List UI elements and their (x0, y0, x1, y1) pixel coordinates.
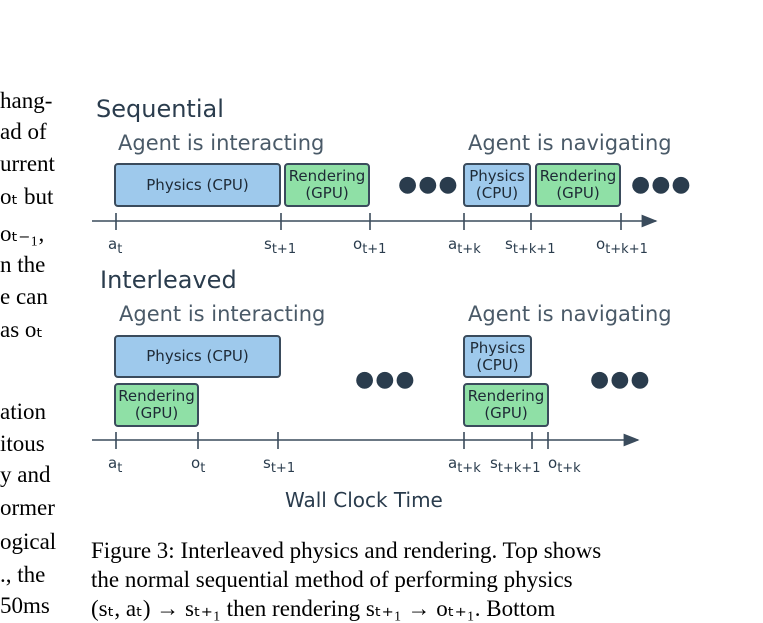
tick-label-a-t: at (108, 454, 123, 476)
tick-label-o-t1: ot+1 (353, 235, 387, 257)
figure-caption: Figure 3: Interleaved physics and render… (91, 536, 601, 623)
interleaved-rendering-box: Rendering (GPU) (114, 383, 199, 427)
sequential-rendering-box: Rendering (GPU) (284, 163, 370, 207)
tick-label-o-t: ot (191, 454, 206, 476)
timeline-axes (92, 213, 658, 449)
text-fragment: ation (0, 399, 46, 424)
interleaved-navigating-label: Agent is navigating (468, 302, 672, 326)
text-fragment: ogical (0, 529, 57, 554)
interleaved-ellipsis-1: ●●● (355, 367, 416, 392)
text-fragment: hang- (0, 88, 53, 113)
tick-label-s-tk1: st+k+1 (490, 454, 541, 476)
tick-label-s-t1: st+1 (264, 235, 297, 257)
tick-label-a-tk: at+k (448, 235, 481, 257)
text-fragment: y and (0, 462, 51, 487)
text-fragment: ormer (0, 495, 55, 520)
interleaved-physics-box-2: Physics (CPU) (463, 335, 532, 378)
sequential-interacting-label: Agent is interacting (118, 131, 325, 155)
text-fragment: ., the (0, 562, 46, 587)
tick-label-s-t1: st+1 (263, 454, 296, 476)
tick-label-o-tk: ot+k (548, 454, 581, 476)
sequential-rendering-box-2: Rendering (GPU) (535, 163, 621, 207)
tick-label-a-tk: at+k (448, 454, 481, 476)
caption-line: the normal sequential method of performi… (91, 567, 573, 592)
caption-line: (sₜ, aₜ) → sₜ₊₁ then rendering sₜ₊₁ → oₜ… (91, 596, 556, 621)
text-fragment: oₜ₋₁, (0, 221, 45, 246)
interleaved-rendering-box-2: Rendering (GPU) (463, 383, 549, 427)
text-fragment: e can (0, 284, 48, 309)
interleaved-interacting-label: Agent is interacting (119, 302, 326, 326)
tick-label-s-tk1: st+k+1 (505, 235, 556, 257)
interleaved-title: Interleaved (100, 266, 237, 294)
text-fragment: oₜ but (0, 184, 54, 209)
sequential-title: Sequential (96, 95, 224, 123)
sequential-physics-box: Physics (CPU) (114, 163, 281, 207)
text-fragment: n the (0, 252, 46, 277)
sequential-ellipsis-2: ●●● (631, 172, 692, 197)
axis-label: Wall Clock Time (285, 488, 443, 512)
interleaved-ellipsis-2: ●●● (590, 367, 651, 392)
sequential-ellipsis-1: ●●● (398, 172, 459, 197)
text-fragment: itous (0, 431, 45, 456)
interleaved-physics-box: Physics (CPU) (114, 335, 281, 378)
interleaved-ticks (115, 432, 549, 449)
text-fragment: as oₜ (0, 317, 44, 342)
sequential-navigating-label: Agent is navigating (468, 131, 672, 155)
tick-label-a-t: at (108, 235, 123, 257)
tick-label-o-tk1: ot+k+1 (596, 235, 648, 257)
sequential-ticks (115, 213, 622, 230)
sequential-physics-box-2: Physics (CPU) (463, 163, 531, 207)
text-fragment: ad of (0, 119, 47, 144)
text-fragment: urrent (0, 151, 55, 176)
caption-line: Figure 3: Interleaved physics and render… (91, 538, 602, 563)
